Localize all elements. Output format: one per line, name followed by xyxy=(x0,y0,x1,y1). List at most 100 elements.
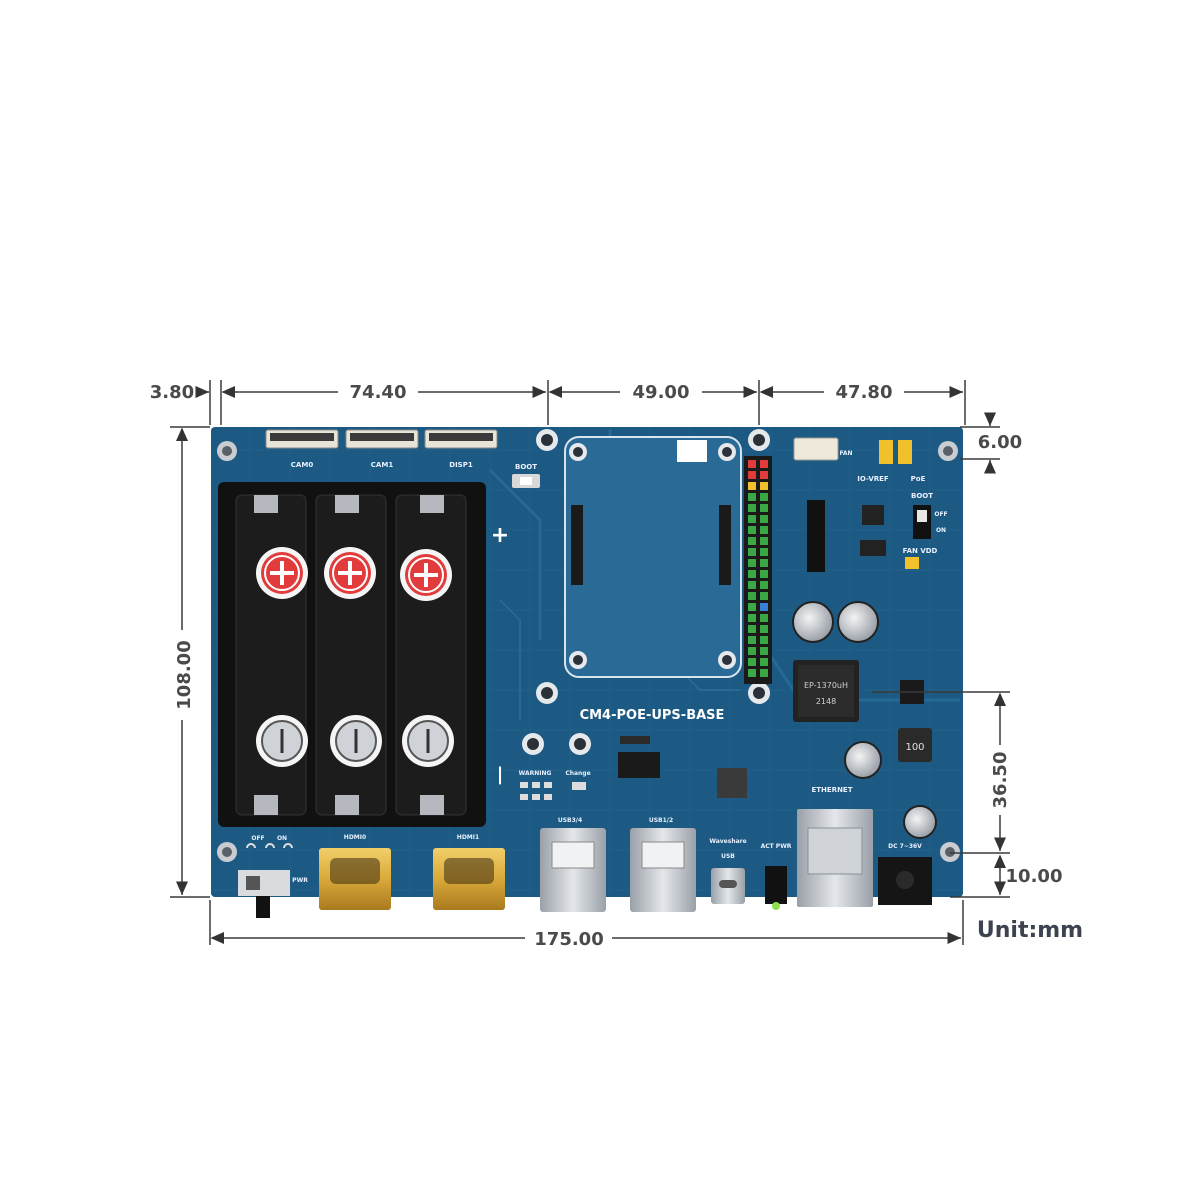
label-pwr-on: ON xyxy=(277,835,287,842)
dim-top-margin: 6.00 xyxy=(978,432,1022,453)
gpio-pin xyxy=(748,647,756,655)
gpio-pin xyxy=(748,614,756,622)
usb-c-port: Waveshare USB xyxy=(709,838,747,904)
mounting-hole-bottom-right xyxy=(940,842,960,862)
cm4-socket-area xyxy=(564,436,742,678)
capacitors xyxy=(792,601,937,839)
label-sticker xyxy=(677,440,707,462)
gpio-pin xyxy=(760,504,768,512)
label-hdmi1: HDMI1 xyxy=(457,834,479,841)
boot-switch: BOOT OFF ON xyxy=(911,492,948,539)
gpio-pin xyxy=(760,493,768,501)
label-hdmi0: HDMI0 xyxy=(344,834,366,841)
label-dc-in: DC 7~36V xyxy=(888,843,922,850)
mounting-hole-bottom-left xyxy=(217,842,237,862)
dim-left-margin: 3.80 xyxy=(150,382,194,403)
label-usb34: USB3/4 xyxy=(558,817,582,824)
gpio-pin xyxy=(760,515,768,523)
dimension-labels: 3.80 74.40 49.00 47.80 6.00 108.00 36.50… xyxy=(150,382,1083,950)
label-pwr-off: OFF xyxy=(251,835,264,842)
battery-negative-2 xyxy=(330,715,382,767)
label-cam0: CAM0 xyxy=(291,461,314,469)
gpio-pin xyxy=(748,460,756,468)
gpio-pin xyxy=(760,570,768,578)
dim-right-upper: 36.50 xyxy=(990,752,1011,809)
ethernet-port: ETHERNET xyxy=(797,786,873,907)
gpio-pin xyxy=(748,537,756,545)
usb-a-ports: USB3/4 USB1/2 xyxy=(540,817,696,912)
label-inductor: EP-1370uH xyxy=(804,681,848,690)
fan-vdd-jumper: FAN VDD xyxy=(903,547,938,569)
inductor: EP-1370uH 2148 xyxy=(793,660,859,722)
dc-jack: DC 7~36V xyxy=(878,843,932,905)
gpio-pin xyxy=(748,548,756,556)
gpio-header xyxy=(744,456,772,684)
fan-connector: FAN xyxy=(793,437,853,461)
dim-height: 108.00 xyxy=(174,640,195,709)
gpio-pin xyxy=(748,515,756,523)
gpio-pin xyxy=(748,581,756,589)
board-title: CM4-POE-UPS-BASE xyxy=(580,708,725,723)
mounting-hole-cm4-3 xyxy=(536,682,558,704)
cm4-connector-left xyxy=(571,505,583,585)
standoffs-lower xyxy=(522,733,591,755)
gpio-pin xyxy=(748,504,756,512)
gpio-pin xyxy=(748,592,756,600)
gpio-pin xyxy=(760,614,768,622)
gpio-pin xyxy=(760,581,768,589)
gpio-pin xyxy=(760,647,768,655)
unit-label: Unit:mm xyxy=(977,918,1083,943)
gpio-pin xyxy=(748,625,756,633)
label-inductor-code: 2148 xyxy=(816,697,836,706)
gpio-pin xyxy=(760,460,768,468)
gpio-pin xyxy=(760,548,768,556)
cm4-connector-right xyxy=(719,505,731,585)
ics xyxy=(618,680,924,798)
control-header xyxy=(807,500,886,572)
gpio-pin xyxy=(748,570,756,578)
label-disp1: DISP1 xyxy=(449,461,473,469)
gpio-pin xyxy=(760,537,768,545)
gpio-pin xyxy=(760,592,768,600)
label-io-vref: IO-VREF xyxy=(857,475,889,483)
battery-negative-3 xyxy=(402,715,454,767)
label-boot-right: BOOT xyxy=(911,492,933,500)
fpc-connectors: CAM0 CAM1 DISP1 xyxy=(265,429,498,469)
jumpers: IO-VREF PoE xyxy=(857,440,926,483)
boot-button-top: BOOT xyxy=(512,463,540,488)
power-switch: OFF ON PWR xyxy=(238,835,308,918)
status-leds: WARNING Change xyxy=(519,770,591,800)
gpio-pin xyxy=(748,603,756,611)
act-pwr-leds: ACT PWR xyxy=(761,843,792,910)
dim-right-section: 47.80 xyxy=(836,382,893,403)
gpio-pin xyxy=(760,636,768,644)
gpio-pin xyxy=(748,526,756,534)
inductor-100: 100 xyxy=(898,728,932,762)
mounting-hole-top-left xyxy=(217,441,237,461)
gpio-pin xyxy=(748,636,756,644)
label-change: Change xyxy=(565,770,590,777)
label-minus: | xyxy=(497,764,504,785)
label-usb: USB xyxy=(721,853,735,860)
gpio-pin xyxy=(748,559,756,567)
label-poe: PoE xyxy=(911,475,926,483)
mounting-hole-cm4-1 xyxy=(536,429,558,451)
gpio-pin xyxy=(760,559,768,567)
gpio-pin xyxy=(748,493,756,501)
label-fan-vdd: FAN VDD xyxy=(903,547,938,555)
label-off: OFF xyxy=(934,511,947,518)
gpio-pin xyxy=(748,669,756,677)
gpio-pin xyxy=(760,526,768,534)
dim-right-lower: 10.00 xyxy=(1006,866,1063,887)
label-ethernet: ETHERNET xyxy=(811,786,852,794)
gpio-pin xyxy=(760,603,768,611)
battery-positive-2 xyxy=(324,547,376,599)
gpio-pin xyxy=(760,669,768,677)
hdmi-ports: HDMI0 HDMI1 xyxy=(319,834,505,910)
label-pwr: PWR xyxy=(292,877,308,884)
battery-positive-3 xyxy=(400,549,452,601)
battery-holder xyxy=(218,482,486,827)
battery-positive-1 xyxy=(256,547,308,599)
gpio-pin xyxy=(760,482,768,490)
